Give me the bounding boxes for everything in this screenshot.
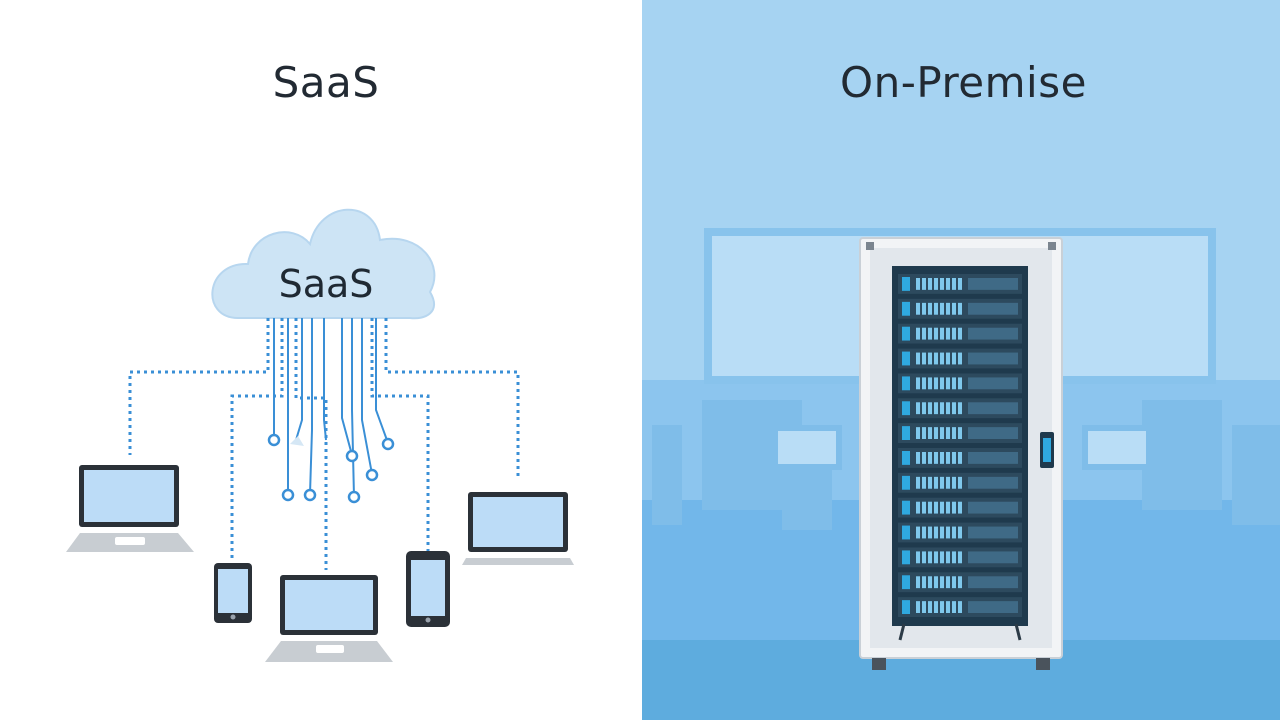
- server-unit: [898, 274, 1022, 294]
- phone-icon: [406, 551, 450, 627]
- server-unit: [898, 522, 1022, 543]
- server-unit: [898, 373, 1022, 394]
- server-unit: [898, 497, 1022, 518]
- server-unit: [898, 298, 1022, 319]
- cloud-label: SaaS: [278, 262, 374, 306]
- laptop-icon: [265, 575, 393, 662]
- office-monitors: [778, 431, 1146, 464]
- office-background: [642, 228, 1280, 720]
- server-unit: [898, 448, 1022, 468]
- saas-title: SaaS: [272, 58, 380, 107]
- server-unit: [898, 597, 1022, 617]
- server-unit: [898, 398, 1022, 419]
- laptop-icon: [462, 492, 574, 565]
- on-premise-title: On-Premise: [840, 58, 1087, 107]
- connector-nodes: [267, 433, 395, 504]
- laptop-icon: [66, 465, 194, 552]
- server-unit: [898, 472, 1022, 493]
- on-premise-panel: On-Premise: [642, 0, 1280, 720]
- server-unit: [898, 572, 1022, 593]
- server-units: [898, 274, 1022, 617]
- server-unit: [898, 323, 1022, 344]
- tablet-icon: [214, 563, 252, 623]
- arrow-marker: [290, 436, 304, 446]
- saas-diagram: [66, 208, 574, 662]
- server-unit: [898, 348, 1022, 369]
- server-unit: [898, 547, 1022, 568]
- server-unit: [898, 423, 1022, 443]
- dotted-connectors: [128, 318, 520, 570]
- server-rack-icon: [859, 237, 1063, 670]
- cloud-icon: [211, 208, 436, 320]
- saas-panel: SaaS: [66, 58, 574, 662]
- solid-connectors: [273, 318, 389, 498]
